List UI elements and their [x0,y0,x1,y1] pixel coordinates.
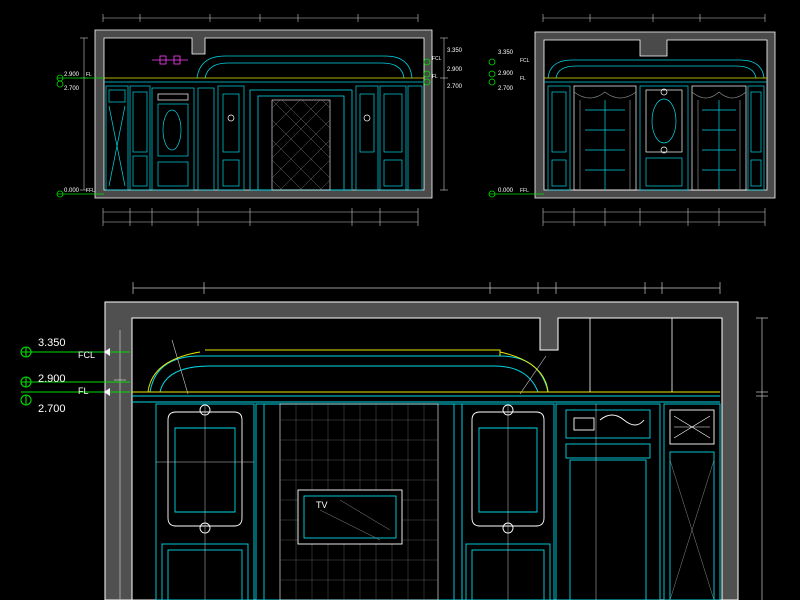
top-left-right-level-2900: 2.900 [447,67,463,73]
main-elevation: TV [20,282,768,600]
top-right-centre-panel [639,85,689,191]
main-level-3350: 3.350 [38,337,66,349]
tv-label: TV [316,500,328,510]
top-right-level-markers: 3.350 FCL 2.900 FL 2.700 0.000 FFL [488,50,544,198]
main-right-wall-panel [461,403,555,600]
top-left-right-dimension [440,37,448,191]
top-right-level-2700: 2.700 [498,86,514,92]
top-right-bottom-dimensions [542,208,766,226]
top-left-right-level-3350: 3.350 [447,48,463,54]
top-right-ceiling-cove [544,59,767,83]
main-fl-label: FL [78,386,89,396]
top-left-left-dimension [80,37,88,191]
top-left-top-dimensions [102,14,419,22]
top-left-elevation: 2.900 2.700 FL 0.000 FFL 3.350 FCL 2.900… [56,14,463,226]
main-left-wall-panel [155,403,255,600]
top-left-right-fl-label: FL [432,74,438,80]
main-level-2700: 2.700 [38,403,66,415]
main-ceiling-cove [132,339,720,403]
top-left-level-2700: 2.700 [64,86,80,92]
top-left-cabinet [105,85,151,191]
top-right-fcl-label: FCL [520,58,530,64]
top-right-level-0000: 0.000 [498,188,514,194]
top-left-right-panels [355,85,423,191]
top-right-top-dimensions [542,14,766,22]
main-level-2900: 2.900 [38,373,66,385]
top-left-right-fcl-label: FCL [432,56,442,62]
main-tall-cabinet [663,318,721,600]
main-level-markers: 3.350 FCL 2.900 FL 2.700 [20,337,130,415]
top-right-elevation: 3.350 FCL 2.900 FL 2.700 0.000 FFL [488,14,776,226]
top-left-side-panels [197,85,245,191]
top-left-ffl-label: FFL [86,188,95,194]
top-left-right-level-2700: 2.700 [447,84,463,90]
main-display-cabinet [555,318,661,600]
top-left-fl-label: FL [86,72,92,78]
top-left-door [151,87,195,191]
main-wall-outline [104,301,739,600]
top-right-level-2900: 2.900 [498,71,514,77]
top-right-left-window [547,85,637,191]
top-left-level-0000: 0.000 [64,188,80,194]
top-left-level-2900: 2.900 [64,72,80,78]
main-fcl-label: FCL [78,350,95,360]
top-left-light-fixture [152,55,188,65]
top-left-wall-outline [94,29,433,199]
top-right-ffl-label: FFL [520,188,529,194]
top-left-ceiling-cove [104,55,424,83]
top-right-fl-label: FL [520,76,526,82]
top-right-level-3350: 3.350 [498,50,514,56]
top-right-right-window [691,85,765,191]
top-left-level-markers: 2.900 2.700 FL 0.000 FFL [56,72,104,198]
main-right-dimension [756,317,768,600]
top-left-bottom-dimensions [102,208,419,226]
main-top-dimensions [132,282,721,294]
top-left-tv-wall [249,89,353,191]
top-left-right-level-markers: 3.350 FCL 2.900 FL 2.700 [423,48,463,90]
top-right-wall-outline [534,31,776,199]
main-tv-wall [255,403,463,600]
